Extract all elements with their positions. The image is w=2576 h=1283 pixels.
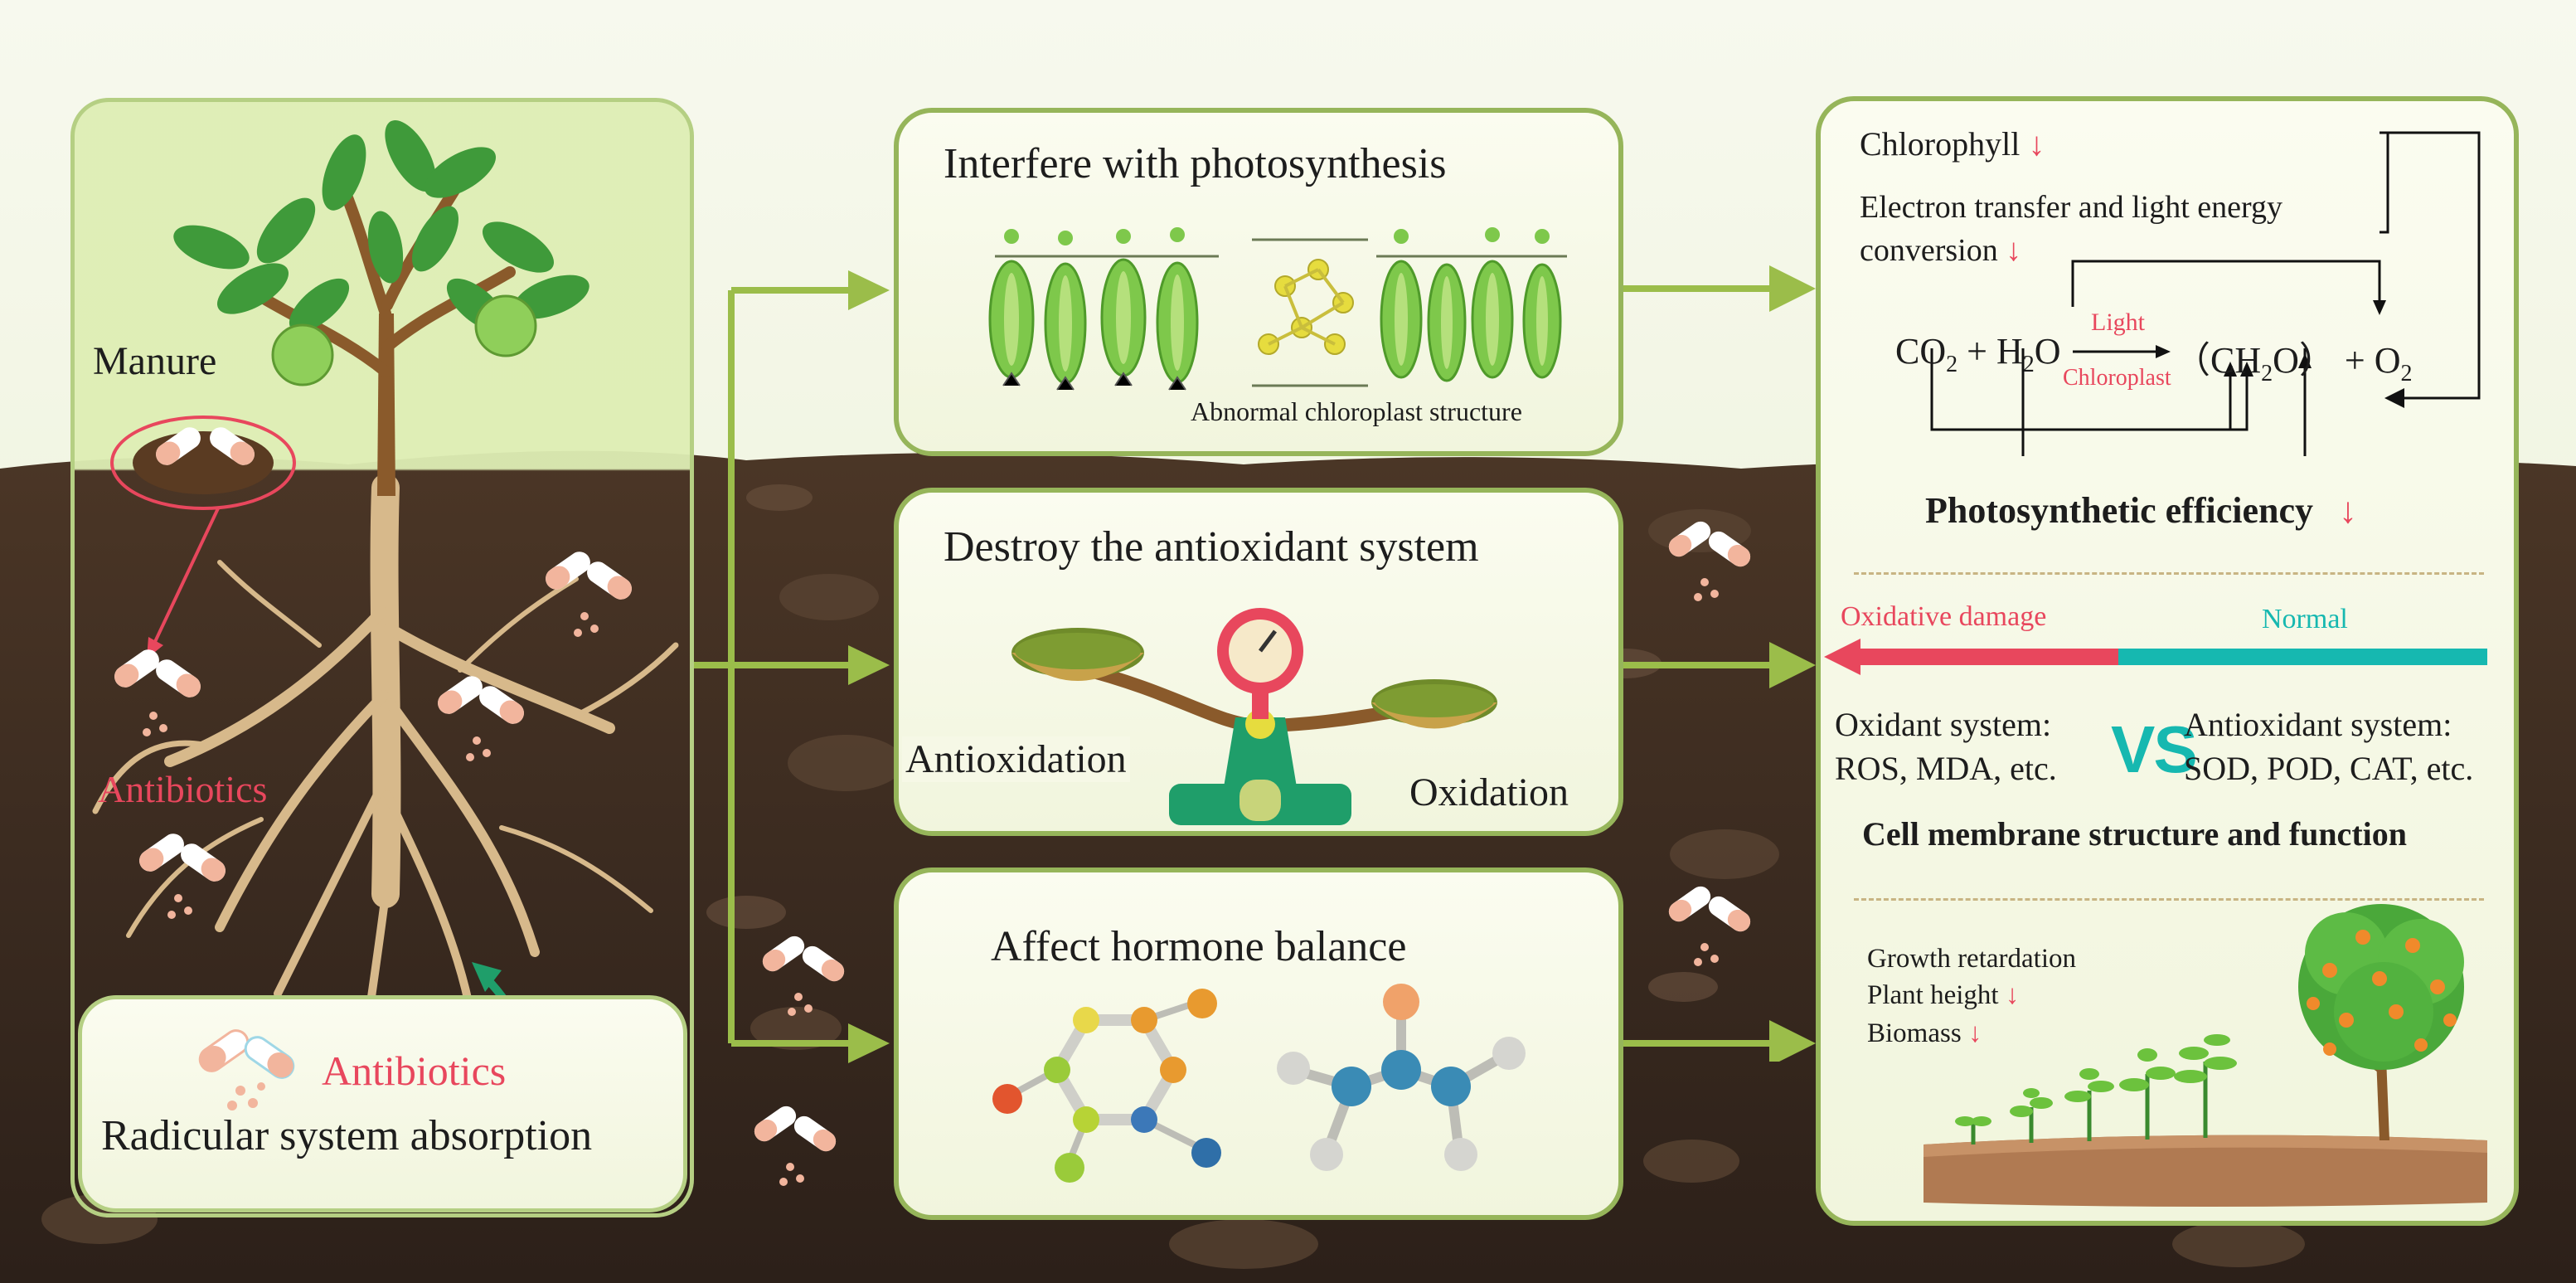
eq-product2-sub: 2 <box>2401 361 2413 386</box>
absorption-box <box>78 995 687 1213</box>
eq-reactant1: CO <box>1895 331 1946 372</box>
eq-reactant2-sub: 2 <box>2023 352 2035 377</box>
antioxidant-title: Antioxidant system: <box>2184 705 2452 744</box>
antibiotic-capsule-icon <box>195 1024 303 1115</box>
divider-1 <box>1854 572 2484 575</box>
antioxidation-label: Antioxidation <box>902 736 1130 782</box>
antibiotics-label: Antibiotics <box>98 767 267 811</box>
eq-chloroplast-label: Chloroplast <box>2063 365 2171 391</box>
soil-pills-left <box>750 921 866 1203</box>
divider-2 <box>1854 898 2484 901</box>
hormone-molecules-illustration <box>978 970 1559 1194</box>
oxidation-label: Oxidation <box>1409 770 1569 815</box>
eq-reactant2: H <box>1996 331 2023 372</box>
antioxidant-title: Destroy the antioxidant system <box>944 522 1479 571</box>
efficiency-down-arrow: ↓ <box>2339 490 2357 531</box>
photosynthetic-efficiency-label: Photosynthetic efficiency <box>1925 490 2313 531</box>
chloroplast-caption: Abnormal chloroplast structure <box>1191 396 1522 427</box>
eq-reactant1-sub: 2 <box>1946 352 1957 377</box>
eq-reactant2-tail: O <box>2035 331 2061 372</box>
eq-product2: O <box>2375 340 2401 381</box>
box-caption: Radicular system absorption <box>101 1111 592 1160</box>
right-connector-arrows <box>1623 249 1822 1062</box>
oxidative-damage-label: Oxidative damage <box>1841 601 2046 633</box>
box-antibiotics-label: Antibiotics <box>322 1047 506 1095</box>
eq-plus2: + <box>2345 340 2365 381</box>
chloroplast-illustration <box>970 220 1600 411</box>
photosynthetic-efficiency-line: Photosynthetic efficiency ↓ <box>1925 489 2357 532</box>
cell-membrane-label: Cell membrane structure and function <box>1862 814 2407 853</box>
oxidant-items: ROS, MDA, etc. <box>1835 749 2057 788</box>
hormone-title: Affect hormone balance <box>991 922 1406 971</box>
normal-label: Normal <box>2262 604 2348 635</box>
manure-label: Manure <box>93 338 216 384</box>
eq-light-label: Light <box>2091 309 2145 337</box>
photosynthesis-equation: CO2 + H2O <box>1895 330 2061 378</box>
eq-plus1: + <box>1967 331 1987 372</box>
oxidative-normal-bar <box>1824 639 2496 675</box>
photosynthesis-products: （CH2O） + O2 <box>2174 330 2413 387</box>
eq-product1-close: O） <box>2273 340 2336 381</box>
eq-product1-sub: 2 <box>2261 361 2273 386</box>
growth-illustration <box>1915 904 2496 1211</box>
eq-product1-open: （CH <box>2174 340 2261 381</box>
antioxidant-items: SOD, POD, CAT, etc. <box>2184 749 2473 788</box>
equation-arrows <box>1907 124 2487 456</box>
oxidant-title: Oxidant system: <box>1835 705 2051 744</box>
photosynthesis-title: Interfere with photosynthesis <box>944 139 1447 188</box>
